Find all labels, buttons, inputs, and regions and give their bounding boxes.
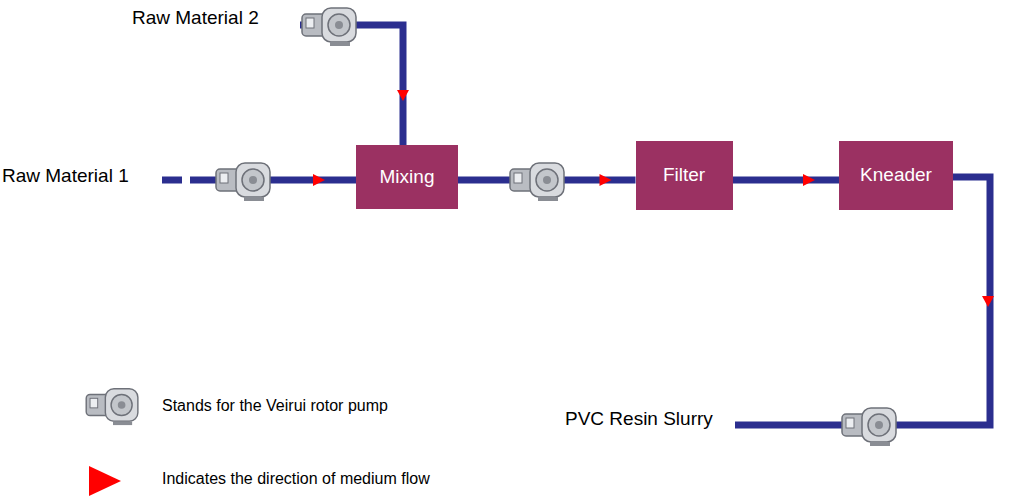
rotor-pump bbox=[302, 8, 356, 46]
stream-label: PVC Resin Slurry bbox=[563, 408, 715, 430]
box-label: Filter bbox=[663, 164, 705, 186]
legend-text: Stands for the Veirui rotor pump bbox=[162, 397, 388, 415]
flow-arrow bbox=[803, 174, 815, 186]
stream-label: Raw Material 2 bbox=[130, 7, 261, 29]
rotor-pump bbox=[510, 163, 564, 201]
flow-arrow bbox=[313, 90, 994, 307]
box-label: Kneader bbox=[860, 164, 932, 186]
pipe-connector bbox=[733, 177, 840, 184]
flow-arrow bbox=[397, 90, 409, 101]
legend-arrow-symbol bbox=[89, 466, 121, 496]
box-label: Mixing bbox=[380, 166, 435, 188]
legend-text: Indicates the direction of medium flow bbox=[162, 470, 430, 488]
rotor-pump bbox=[216, 163, 270, 201]
pipe bbox=[735, 177, 990, 425]
legend-pump-symbol bbox=[86, 389, 138, 425]
flow-arrow bbox=[982, 296, 994, 307]
process-box: Filter bbox=[636, 141, 733, 210]
pipe bbox=[162, 25, 990, 425]
flow-arrow bbox=[313, 174, 325, 186]
pipe bbox=[300, 25, 403, 145]
process-box: Mixing bbox=[356, 145, 458, 209]
stream-label: Raw Material 1 bbox=[0, 165, 131, 187]
rotor-pump bbox=[842, 408, 896, 446]
flow-arrow bbox=[600, 174, 612, 186]
process-box: Kneader bbox=[839, 141, 953, 210]
